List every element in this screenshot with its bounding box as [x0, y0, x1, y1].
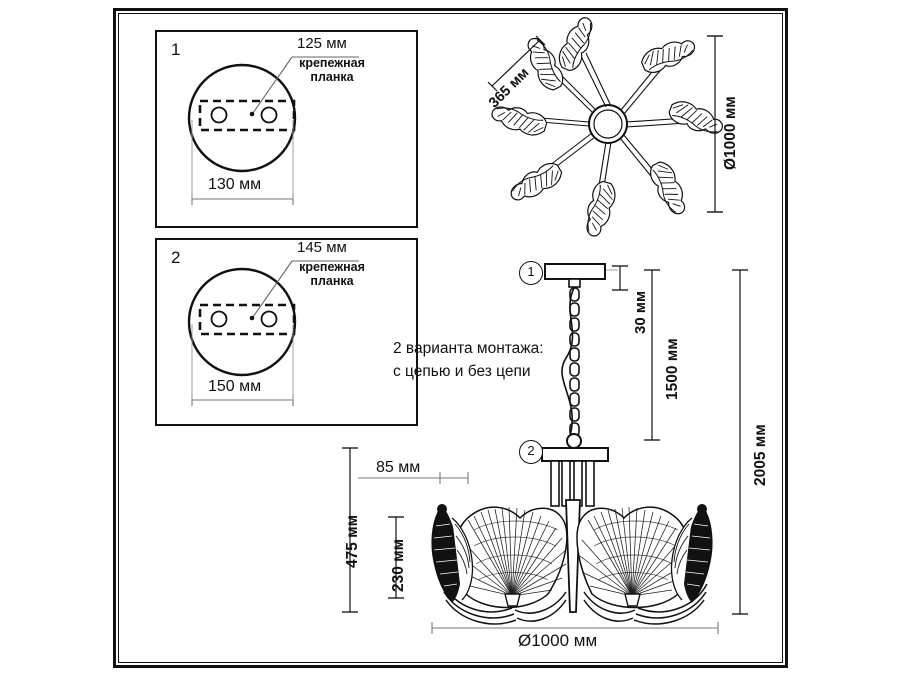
panel-1-plate-dimension: 125 мм	[297, 35, 347, 52]
mount-note-line2: с цепью и без цепи	[393, 363, 531, 380]
panel-1-base-diameter: 130 мм	[208, 176, 262, 193]
top-view-diameter: Ø1000 мм	[722, 96, 739, 170]
panel-2-number: 2	[171, 248, 181, 267]
shade-height-dimension: 230 мм	[390, 538, 407, 592]
mount-note-line1: 2 варианта монтажа:	[393, 340, 544, 357]
panel-2-bracket-label-line2: планка	[310, 274, 354, 288]
callout-body-mount: 2	[519, 440, 543, 464]
panel-2-plate-dimension: 145 мм	[297, 239, 347, 256]
shade-offset-dimension: 85 мм	[376, 459, 421, 476]
panel-1-bracket-label-line1: крепежная	[299, 56, 365, 70]
chain-drop-dimension: 1500 мм	[664, 338, 681, 400]
total-height-dimension: 2005 мм	[752, 424, 769, 486]
callout-ceiling-mount: 1	[519, 261, 543, 285]
canopy-height-dimension: 30 мм	[632, 290, 649, 334]
panel-2-bracket-label-line1: крепежная	[299, 260, 365, 274]
side-view-diameter: Ø1000 мм	[518, 631, 598, 650]
fixture-height-dimension: 475 мм	[344, 514, 361, 568]
panel-2-base-diameter: 150 мм	[208, 378, 262, 395]
panel-1-bracket-label-line2: планка	[310, 70, 354, 84]
panel-1-number: 1	[171, 40, 181, 59]
